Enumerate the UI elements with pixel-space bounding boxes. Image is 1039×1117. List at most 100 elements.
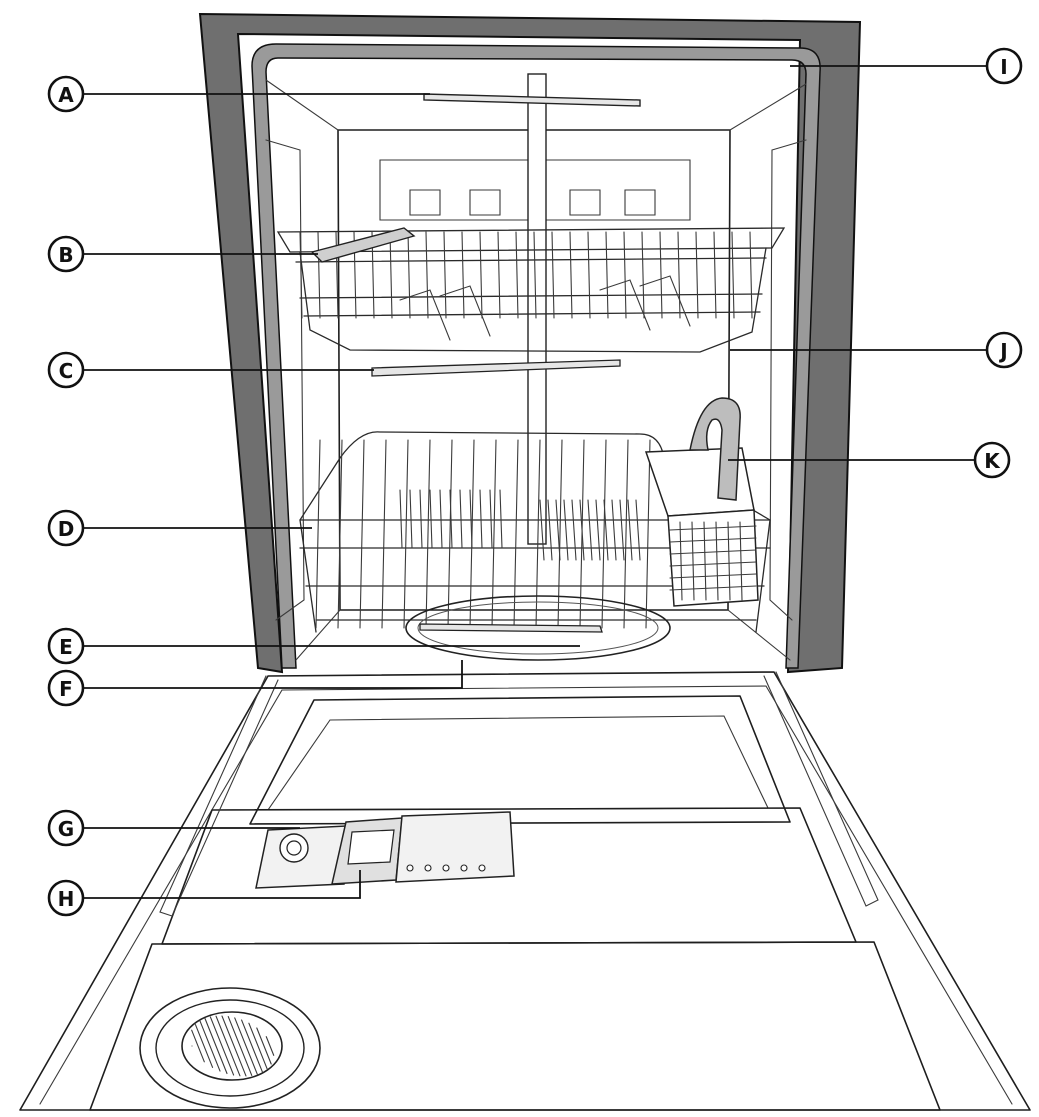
lower-rack-tine [571,499,577,561]
vent-outer-ring [139,987,321,1109]
dispenser [255,811,515,889]
door-recess-top [249,695,791,825]
callout-d: D [47,509,85,547]
upper-rack-wire [407,231,411,319]
callout-j-ring [985,331,1023,369]
upper-rack-wire [389,231,393,319]
vent-hatch-line [204,1017,228,1075]
lower-rack-tine [499,489,503,549]
callout-a-ring [47,75,85,113]
upper-rack-wire [461,231,465,319]
callout-c: C [47,351,85,389]
lower-rack-tine [635,499,641,561]
door-vent [139,987,321,1109]
callout-g-label: G [58,817,74,841]
lower-rack-tine [555,499,561,561]
callout-k-ring [973,441,1011,479]
leader-h [84,870,361,899]
lower-rack-wire [491,439,497,629]
upper-rack-wire [479,231,483,319]
lower-rack-tine [587,499,593,561]
door-side-trim [159,671,879,917]
lower-rack-wire [513,439,519,629]
lower-rack-tine [459,489,463,549]
callout-e-label: E [59,635,73,659]
upper-rack-body [299,247,767,353]
vent-hatch-line [227,1016,253,1076]
lid-dot [442,864,450,872]
door-recess-inner [266,715,769,811]
lid-dot [424,864,432,872]
upper-rack-wire [623,231,627,319]
upper-rack-wire [587,231,591,319]
lower-rack-tine [603,499,609,561]
lower-rack-tine [479,489,483,549]
basket-grid-line [669,585,757,591]
lower-rack-tine [539,499,545,561]
basket-grid-line [703,521,707,601]
vent-hatch-line [215,1015,241,1077]
upper-rack-wire [659,231,663,319]
back-panel-slots [409,189,656,216]
leader-f [84,660,463,689]
lower-rack-tines [399,489,641,561]
upper-rack-wire [299,231,303,319]
upper-rack-rails [295,257,767,317]
door-outline [19,671,1031,1111]
upper-rack-wire [569,231,573,319]
vent-hatch-line [248,1022,268,1070]
upper-rack-wire [605,231,609,319]
callout-a-label: A [58,83,74,107]
callout-f: F [47,669,85,707]
lower-rack-tine [409,489,413,549]
upper-rack-wire [551,231,555,319]
upper-rack-wire [443,231,447,319]
upper-rack-tines [399,275,691,341]
vent-hatch-line [199,1020,221,1072]
tub-frame [198,12,862,674]
callout-e-ring [47,627,85,665]
lid-dot [460,864,468,872]
vent-hatch-line [256,1027,272,1065]
side-wall-ribs [265,139,807,621]
callout-k: K [973,441,1011,479]
dispenser-lid-dots [406,864,486,872]
upper-rack-wire [677,231,681,319]
back-panel [379,159,691,221]
lower-rack-rails [299,519,771,621]
lower-rack-wire [447,439,453,629]
vent-hatch-line [241,1019,263,1073]
lower-rack-wire [623,439,629,629]
tub-perspective-lines [265,79,807,661]
lower-rack-tine [579,499,585,561]
callout-k-label: K [984,449,1001,473]
middle-spray-arm [371,359,621,377]
basket-grid-line [669,573,757,579]
callout-b: B [47,235,85,273]
callout-c-label: C [59,359,74,383]
lower-rack-wire [359,439,365,629]
lower-rack-tine [399,489,403,549]
lower-rack-wire [381,439,387,629]
upper-rack-handle [310,227,416,263]
callout-f-label: F [59,677,73,701]
lower-rack-tine [595,499,601,561]
callout-b-label: B [58,243,73,267]
basket-grid-line [679,521,683,601]
filter-inner [417,601,659,655]
door-lower-panel [89,941,941,1111]
callout-h-ring [47,879,85,917]
vent-hatch-line [234,1017,258,1075]
vent-hatch-line [209,1016,235,1076]
callout-c-ring [47,351,85,389]
vent-hatch [191,1015,275,1077]
vent-middle-ring [155,999,305,1097]
upper-rack-wire [695,231,699,319]
lower-rack-tine [449,489,453,549]
lower-rack-wire [337,439,343,629]
basket-grid-line [669,549,757,555]
detergent-cup [347,829,395,865]
lower-spray-arm [419,623,603,633]
vent-hatch-line [191,1029,205,1063]
